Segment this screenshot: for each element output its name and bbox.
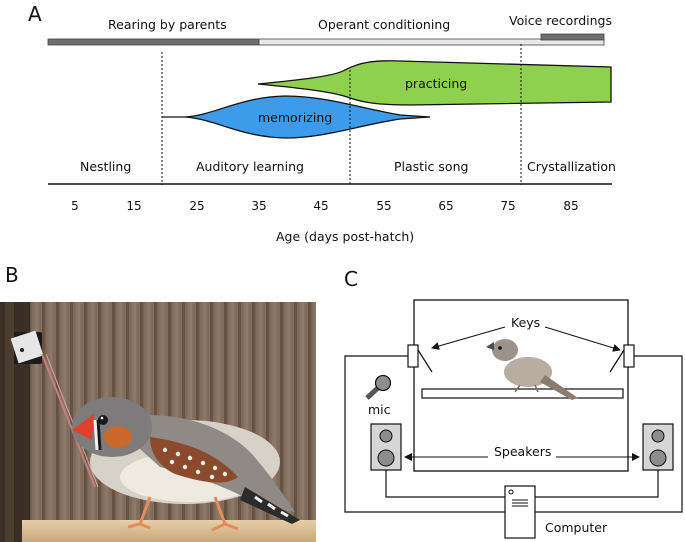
zebra-finch-photo: [0, 302, 316, 542]
tick-label: 55: [376, 199, 392, 213]
mic-label: mic: [368, 402, 391, 417]
memorizing-shape: [162, 95, 431, 139]
perch: [421, 388, 624, 399]
mic-icon: [365, 374, 392, 400]
outer-wiring: [344, 355, 505, 513]
tick-label: 45: [313, 199, 329, 213]
tick-label: 35: [251, 199, 267, 213]
age-axis-label: Age (days post-hatch): [276, 229, 415, 244]
right-key: [623, 344, 635, 368]
computer-label: Computer: [545, 520, 608, 535]
tick-label: 85: [563, 199, 579, 213]
computer-tower: [504, 485, 536, 539]
phase-nestling: Nestling: [80, 159, 132, 174]
speaker-wire-left: [385, 470, 505, 498]
left-speaker: [370, 423, 402, 471]
practicing-label: practicing: [405, 76, 468, 91]
keys-label: Keys: [511, 315, 541, 330]
phase-crystallization: Crystallization: [527, 159, 616, 174]
tick-label: 5: [71, 199, 79, 213]
operant-bar: [258, 38, 605, 46]
practicing-shape: [257, 60, 612, 106]
speaker-wire-right: [535, 470, 659, 498]
phase-auditory-learning: Auditory learning: [196, 159, 304, 174]
phase-plastic-song: Plastic song: [394, 159, 469, 174]
cage: [413, 299, 629, 472]
panel-b-letter: B: [5, 263, 19, 287]
right-speaker: [642, 423, 674, 471]
tick-label: 65: [438, 199, 454, 213]
rearing-label: Rearing by parents: [108, 17, 227, 32]
panel-c-letter: C: [344, 267, 358, 291]
left-key: [407, 344, 419, 368]
tick-label: 15: [126, 199, 142, 213]
bird-illustration: [486, 339, 578, 400]
voice-label: Voice recordings: [509, 13, 613, 28]
tick-label: 75: [500, 199, 516, 213]
voice-bar: [540, 33, 605, 41]
memorizing-label: memorizing: [258, 110, 333, 125]
tick-label: 25: [189, 199, 205, 213]
operant-label: Operant conditioning: [318, 17, 451, 32]
speakers-label: Speakers: [494, 444, 552, 459]
outer-wiring-right: [535, 355, 683, 513]
panel-a-letter: A: [28, 2, 42, 26]
